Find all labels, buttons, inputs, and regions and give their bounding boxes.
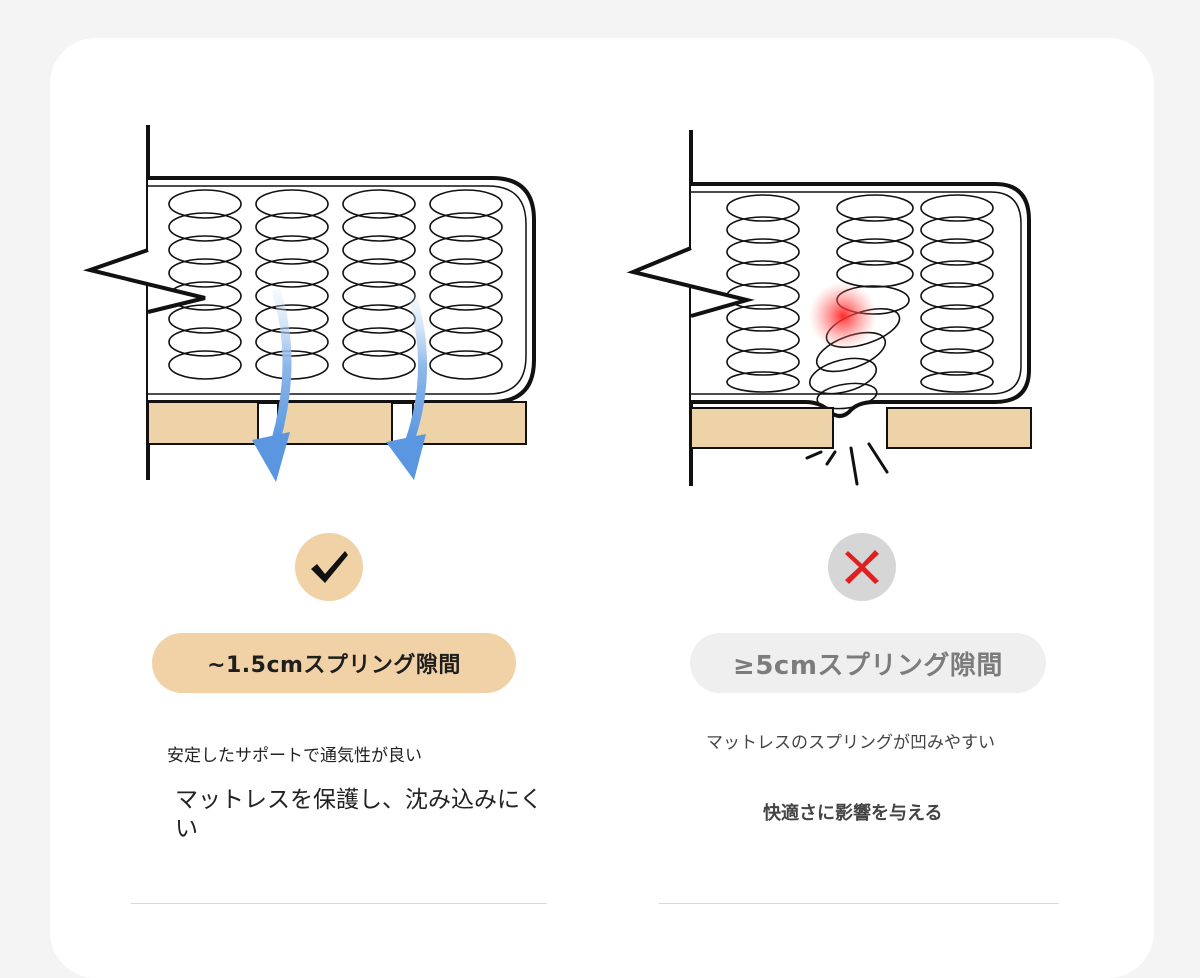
spring-coils — [726, 194, 994, 410]
bad-gap-label: ≥5cmスプリング隙間 — [733, 650, 1003, 681]
good-description-line1: 安定したサポートで通気性が良い — [167, 746, 422, 766]
right-divider — [659, 903, 1059, 904]
good-mattress-illustration — [80, 120, 550, 500]
good-gap-badge: ~1.5cmスプリング隙間 — [152, 633, 516, 693]
cross-icon — [845, 550, 879, 584]
bad-mattress-illustration — [625, 120, 1045, 500]
pressure-point-icon — [809, 282, 877, 350]
checkmark-icon — [311, 551, 348, 583]
break-mark — [626, 246, 755, 318]
break-mark — [82, 248, 206, 314]
left-divider — [131, 903, 547, 904]
bed-slats — [147, 401, 527, 445]
good-description-line2: マットレスを保護し、沈み込みにくい — [175, 787, 543, 842]
good-gap-label: ~1.5cmスプリング隙間 — [207, 653, 461, 678]
spring-coils — [168, 189, 503, 380]
bad-description-line1: マットレスのスプリングが凹みやすい — [706, 733, 995, 753]
bad-description-line2: 快適さに影響を与える — [763, 803, 943, 824]
airflow-arrows-icon — [252, 288, 428, 482]
crack-lines-icon — [805, 442, 889, 486]
good-status-badge — [295, 533, 363, 601]
mattress-outline — [148, 176, 536, 404]
bad-gap-badge: ≥5cmスプリング隙間 — [690, 633, 1046, 693]
bed-slats — [690, 407, 1032, 449]
bad-status-badge — [828, 533, 896, 601]
